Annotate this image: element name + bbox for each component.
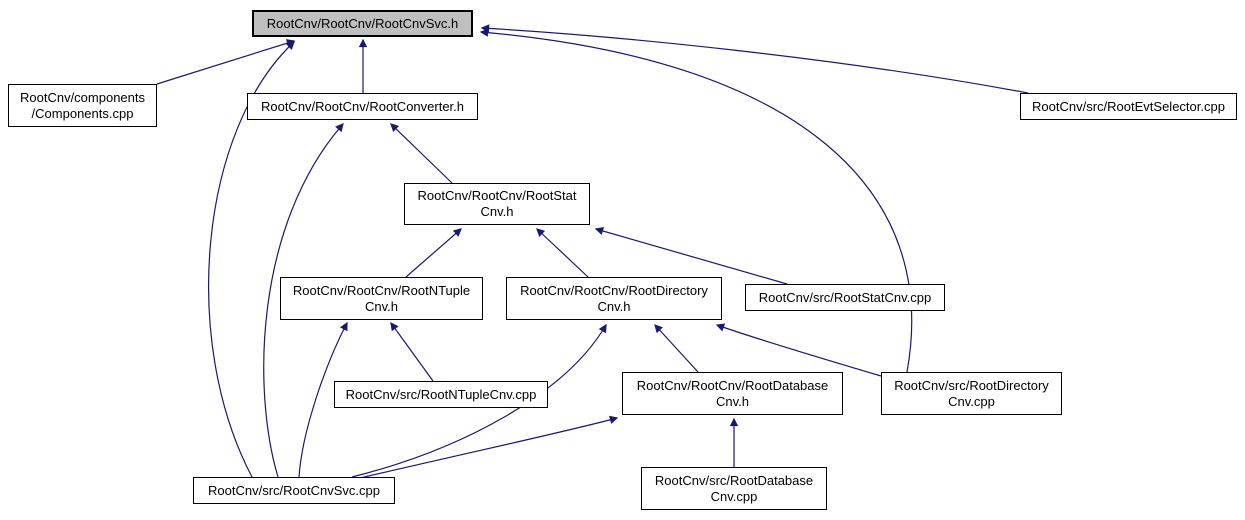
edge-cnvsvc_cpp-to-converter_h [263,123,344,478]
node-label-line: RootCnv/src/RootDatabase [654,472,814,488]
edge-ntuplecnv_cpp-to-ntuplecnv_h [390,321,434,382]
edge-cnvsvc_cpp-to-directorycnv_h [351,323,607,478]
node-label-line: RootCnv/RootCnv/RootStat [417,188,577,203]
node-components_cpp[interactable]: RootCnv/components/Components.cpp [8,84,157,127]
edge-databasecnv_h-to-directorycnv_h [654,324,699,373]
edge-statcnv_cpp-to-statcnv_h [594,226,788,285]
node-ntuplecnv_cpp[interactable]: RootCnv/src/RootNTupleCnv.cpp [334,381,548,408]
node-label-line: RootCnv/src/RootEvtSelector.cpp [1032,98,1225,114]
node-cnvsvc_h: RootCnv/RootCnv/RootCnvSvc.h [252,10,473,37]
edge-evtselector_cpp-to-cnvsvc_h [480,24,1029,94]
node-label-line: Cnv.h [597,298,631,314]
node-label-line: RootCnv/src/RootStatCnv.cpp [758,289,932,305]
node-label-line: RootCnv/RootCnv/RootCnvSvc.h [266,15,459,31]
node-label-line: Cnv.h [480,204,514,219]
node-label-line: Cnv.h [716,393,749,409]
node-label-line: Cnv.cpp [948,393,995,409]
node-label-line: Cnv.cpp [710,488,758,504]
edge-cnvsvc_cpp-to-ntuplecnv_h [298,321,348,478]
node-cnvsvc_cpp[interactable]: RootCnv/src/RootCnvSvc.cpp [193,477,395,504]
node-label-line: RootCnv/RootCnv/RootConverter.h [260,98,465,114]
node-label-line: RootCnv/RootCnv/RootDatabase [636,377,829,393]
node-label-line: RootCnv/src/RootCnvSvc.cpp [208,482,380,498]
edge-ntuplecnv_h-to-statcnv_h [405,228,462,278]
node-evtselector_cpp[interactable]: RootCnv/src/RootEvtSelector.cpp [1020,93,1237,120]
edge-cnvsvc_cpp-to-cnvsvc_h [208,41,295,478]
edge-directorycnv_h-to-statcnv_h [536,228,589,278]
node-label-line: /Components.cpp [31,105,134,121]
node-label-line: RootCnv/RootCnv/RootDirectory [520,282,708,298]
node-label-line: RootCnv/src/RootNTupleCnv.cpp [345,386,537,402]
edge-components_cpp-to-cnvsvc_h [156,39,296,85]
edge-statcnv_h-to-converter_h [390,123,453,184]
edge-cnvsvc_cpp-to-databasecnv_h [359,415,619,479]
node-label-line: RootCnv/RootCnv/RootNTuple [292,282,471,298]
node-statcnv_cpp[interactable]: RootCnv/src/RootStatCnv.cpp [745,284,945,311]
edge-directorycnv_cpp-to-directorycnv_h [715,323,882,377]
node-label-line: RootCnv/src/RootDirectory [894,377,1049,393]
node-label-line: RootCnv/components [19,89,145,105]
node-converter_h[interactable]: RootCnv/RootCnv/RootConverter.h [247,93,478,120]
node-label-line: Cnv.h [365,298,398,314]
